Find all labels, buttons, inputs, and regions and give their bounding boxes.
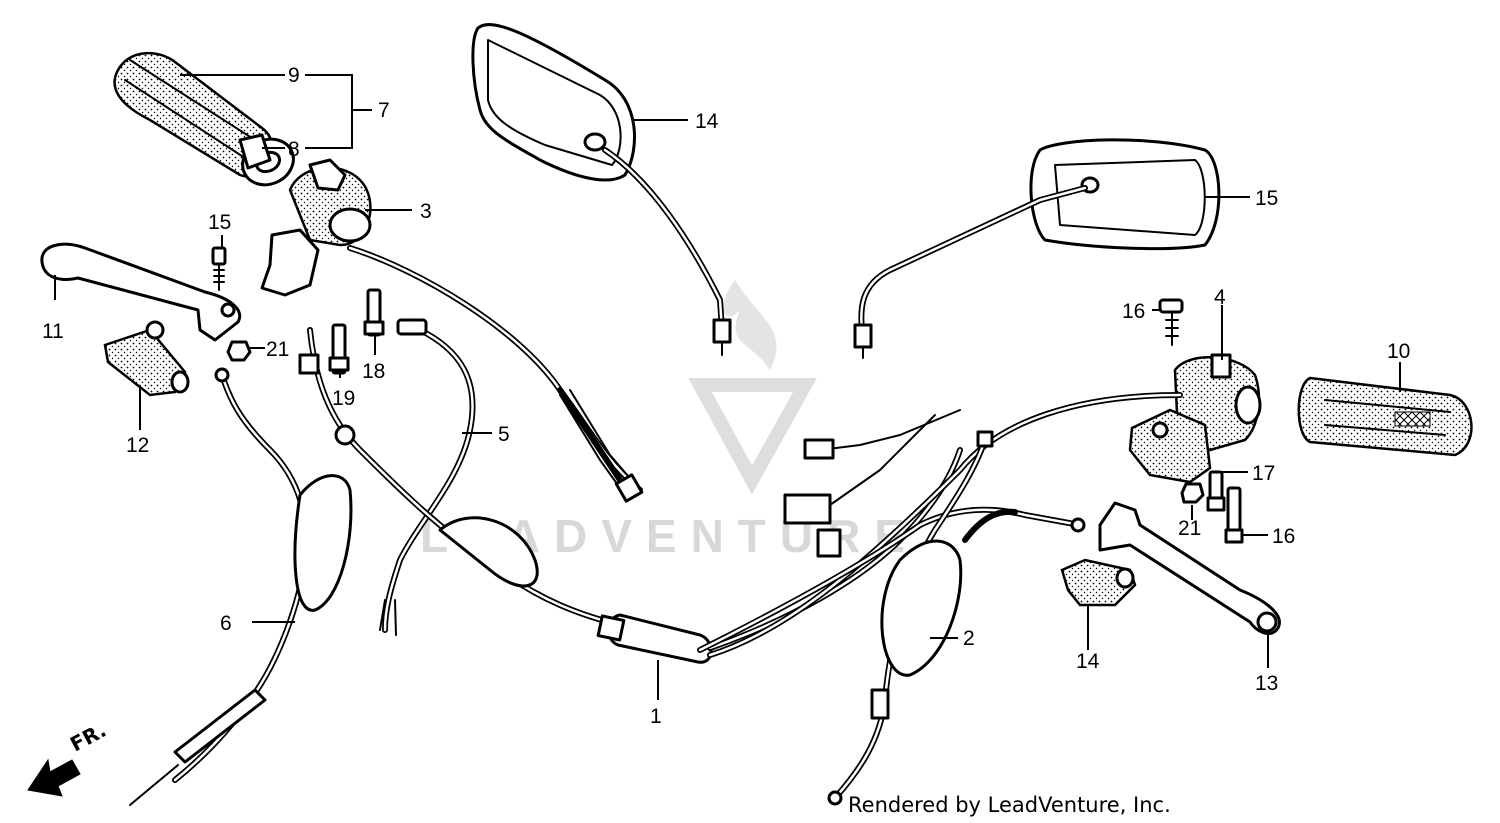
- callout-14: 14: [1076, 650, 1100, 673]
- callout-8: 8: [288, 138, 300, 161]
- left-mirror: [471, 23, 732, 356]
- cable-harness: [129, 245, 1183, 806]
- right-mirror: [853, 138, 1221, 359]
- left-hardware: [211, 246, 385, 375]
- left-switch-housing: [260, 158, 372, 297]
- callout-3: 3: [420, 200, 432, 223]
- front-direction-arrow: FR.: [27, 718, 110, 797]
- leader-lines: [54, 74, 1401, 700]
- left-bracket: [103, 320, 190, 397]
- right-grip: [1297, 376, 1473, 457]
- credit-text: Rendered by LeadVenture, Inc.: [848, 793, 1171, 817]
- callout-1: 1: [650, 705, 662, 728]
- callout-18: 18: [362, 360, 385, 383]
- callout-7: 7: [378, 99, 390, 122]
- callout-12: 12: [126, 434, 149, 457]
- callout-15-right: 15: [1255, 187, 1278, 210]
- right-hardware: [1158, 298, 1244, 544]
- callout-21-right: 21: [1178, 517, 1201, 540]
- callout-11: 11: [42, 320, 64, 343]
- fr-label: FR.: [66, 718, 110, 757]
- callout-15-left: 14: [695, 110, 719, 133]
- callout-5: 5: [498, 423, 510, 446]
- callout-16-right: 16: [1122, 300, 1145, 323]
- callout-17: 16: [1272, 525, 1295, 548]
- left-grip: [113, 51, 295, 187]
- callout-2: 2: [963, 627, 975, 650]
- callout-21-left: 21: [266, 338, 289, 361]
- callout-9: 9: [288, 64, 300, 87]
- callout-13: 13: [1255, 672, 1278, 695]
- right-switch-housing: [1128, 353, 1262, 484]
- callout-labels: 9 8 7 3 15 11 21 12 19 18 5 6 1 14 15 4 …: [42, 64, 1410, 728]
- callout-10: 10: [1387, 340, 1410, 363]
- callout-19: 17: [1252, 462, 1275, 485]
- right-lever: [1098, 501, 1281, 635]
- callout-4: 4: [1214, 286, 1226, 309]
- left-lever: [40, 242, 242, 342]
- callout-6: 6: [220, 612, 232, 635]
- right-bracket: [1060, 558, 1137, 607]
- callout-20: 19: [332, 387, 355, 410]
- callout-16-left: 15: [208, 211, 231, 234]
